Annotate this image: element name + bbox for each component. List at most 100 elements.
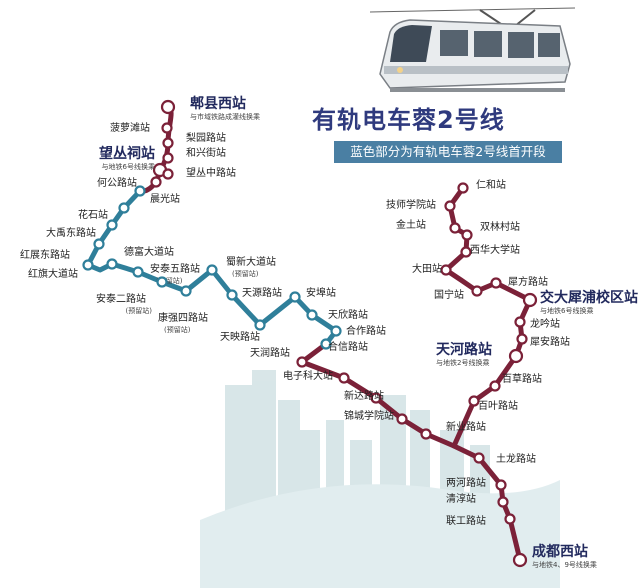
station-marker — [162, 152, 174, 164]
station-marker — [180, 285, 192, 297]
station-label: 电子科大站 — [283, 369, 333, 382]
station-label: 望丛祠站 — [99, 145, 155, 162]
map-subtitle: 蓝色部分为有轨电车蓉2号线首开段 — [334, 141, 562, 163]
station-label: 和兴街站 — [186, 146, 226, 159]
station-label: 交大犀浦校区站 — [540, 289, 638, 306]
transfer-note: 与地铁6号线换乘 — [540, 306, 593, 315]
station-marker — [504, 513, 516, 525]
station-marker — [162, 168, 174, 180]
station-label: 安埠站 — [306, 286, 336, 299]
station-marker — [461, 229, 473, 241]
station-label: 百叶路站 — [478, 399, 518, 412]
station-label: 合信路站 — [328, 340, 368, 353]
station-marker — [497, 496, 509, 508]
station-label: 国宁站 — [434, 288, 464, 301]
tram-illustration — [369, 7, 576, 92]
station-marker — [396, 413, 408, 425]
station-marker — [226, 289, 238, 301]
station-marker — [460, 246, 472, 258]
station-marker — [516, 333, 528, 345]
station-label: 清淳站 — [446, 492, 476, 505]
station-marker — [508, 348, 524, 364]
station-marker — [93, 238, 105, 250]
station-marker — [444, 200, 456, 212]
title-block: 有轨电车蓉2号线 蓝色部分为有轨电车蓉2号线首开段 — [312, 100, 570, 163]
station-label: 双林村站 — [480, 220, 520, 233]
station-marker — [495, 479, 507, 491]
station-label: 安泰五路站 — [150, 262, 200, 275]
station-label: 郫县西站 — [190, 95, 246, 112]
city-skyline-illustration — [200, 370, 560, 588]
station-marker — [468, 395, 480, 407]
station-marker — [473, 452, 485, 464]
station-label: 新业路站 — [446, 420, 486, 433]
station-marker — [106, 258, 118, 270]
reserved-station-note: (预留站) — [232, 269, 259, 278]
station-label: 天欣路站 — [328, 308, 368, 321]
station-label: 蜀新大道站 — [226, 255, 276, 268]
station-label: 大禹东路站 — [46, 226, 96, 239]
station-label: 犀方路站 — [508, 275, 548, 288]
station-marker — [420, 428, 432, 440]
station-label: 犀安路站 — [530, 335, 570, 348]
station-marker — [489, 380, 501, 392]
reserved-station-note: (预留站) — [126, 306, 153, 315]
station-marker — [82, 259, 94, 271]
reserved-station-note: (预留站) — [156, 276, 183, 285]
map-title: 有轨电车蓉2号线 — [312, 106, 505, 134]
station-label: 百草路站 — [502, 372, 542, 385]
station-label: 天映路站 — [220, 330, 260, 343]
station-marker — [522, 292, 538, 308]
station-label: 龙吟站 — [530, 317, 560, 330]
station-label: 天润路站 — [250, 346, 290, 359]
station-label: 康强四路站 — [158, 311, 208, 324]
station-label: 西华大学站 — [470, 243, 520, 256]
station-marker — [206, 264, 218, 276]
track-east-branch — [443, 185, 533, 449]
station-marker — [156, 276, 168, 288]
station-marker — [471, 285, 483, 297]
transfer-note: 与市域铁路成灌线换乘 — [190, 112, 260, 121]
station-marker — [106, 219, 118, 231]
station-label: 红旗大道站 — [28, 267, 78, 280]
station-label: 望丛中路站 — [186, 166, 236, 179]
station-label: 安泰二路站 — [96, 292, 146, 305]
station-label: 晨光站 — [150, 192, 180, 205]
station-label: 仁和站 — [476, 178, 506, 191]
station-label: 两河路站 — [446, 476, 486, 489]
station-marker — [449, 222, 461, 234]
station-marker — [440, 264, 452, 276]
station-label: 土龙路站 — [496, 452, 536, 465]
station-marker — [254, 319, 266, 331]
station-marker — [320, 338, 332, 350]
station-marker — [134, 185, 146, 197]
station-marker — [160, 99, 176, 115]
station-marker — [457, 182, 469, 194]
transfer-note: 与地铁2号线换乘 — [436, 358, 489, 367]
station-label: 锦城学院站 — [344, 409, 394, 422]
station-label: 技师学院站 — [386, 198, 436, 211]
station-marker — [150, 176, 162, 188]
station-marker — [338, 372, 350, 384]
station-label: 联工路站 — [446, 514, 486, 527]
station-label: 梨园路站 — [186, 131, 226, 144]
station-label: 天河路站 — [436, 341, 492, 358]
station-marker — [306, 309, 318, 321]
station-label: 成都西站 — [532, 543, 588, 560]
station-marker — [512, 552, 528, 568]
station-marker — [161, 122, 173, 134]
station-label: 花石站 — [78, 208, 108, 221]
station-marker — [370, 392, 382, 404]
station-label: 天源路站 — [242, 286, 282, 299]
station-label: 菠萝滩站 — [110, 121, 150, 134]
station-marker — [330, 325, 342, 337]
station-label: 德富大道站 — [124, 245, 174, 258]
station-label: 合作路站 — [346, 324, 386, 337]
station-marker — [490, 277, 502, 289]
reserved-station-note: (预留站) — [164, 325, 191, 334]
station-marker — [514, 316, 526, 328]
station-label: 何公路站 — [97, 176, 137, 189]
transfer-note: 与地铁4、9号线换乘 — [532, 560, 597, 569]
transfer-note: 与地铁6号线换乘 — [102, 162, 155, 171]
